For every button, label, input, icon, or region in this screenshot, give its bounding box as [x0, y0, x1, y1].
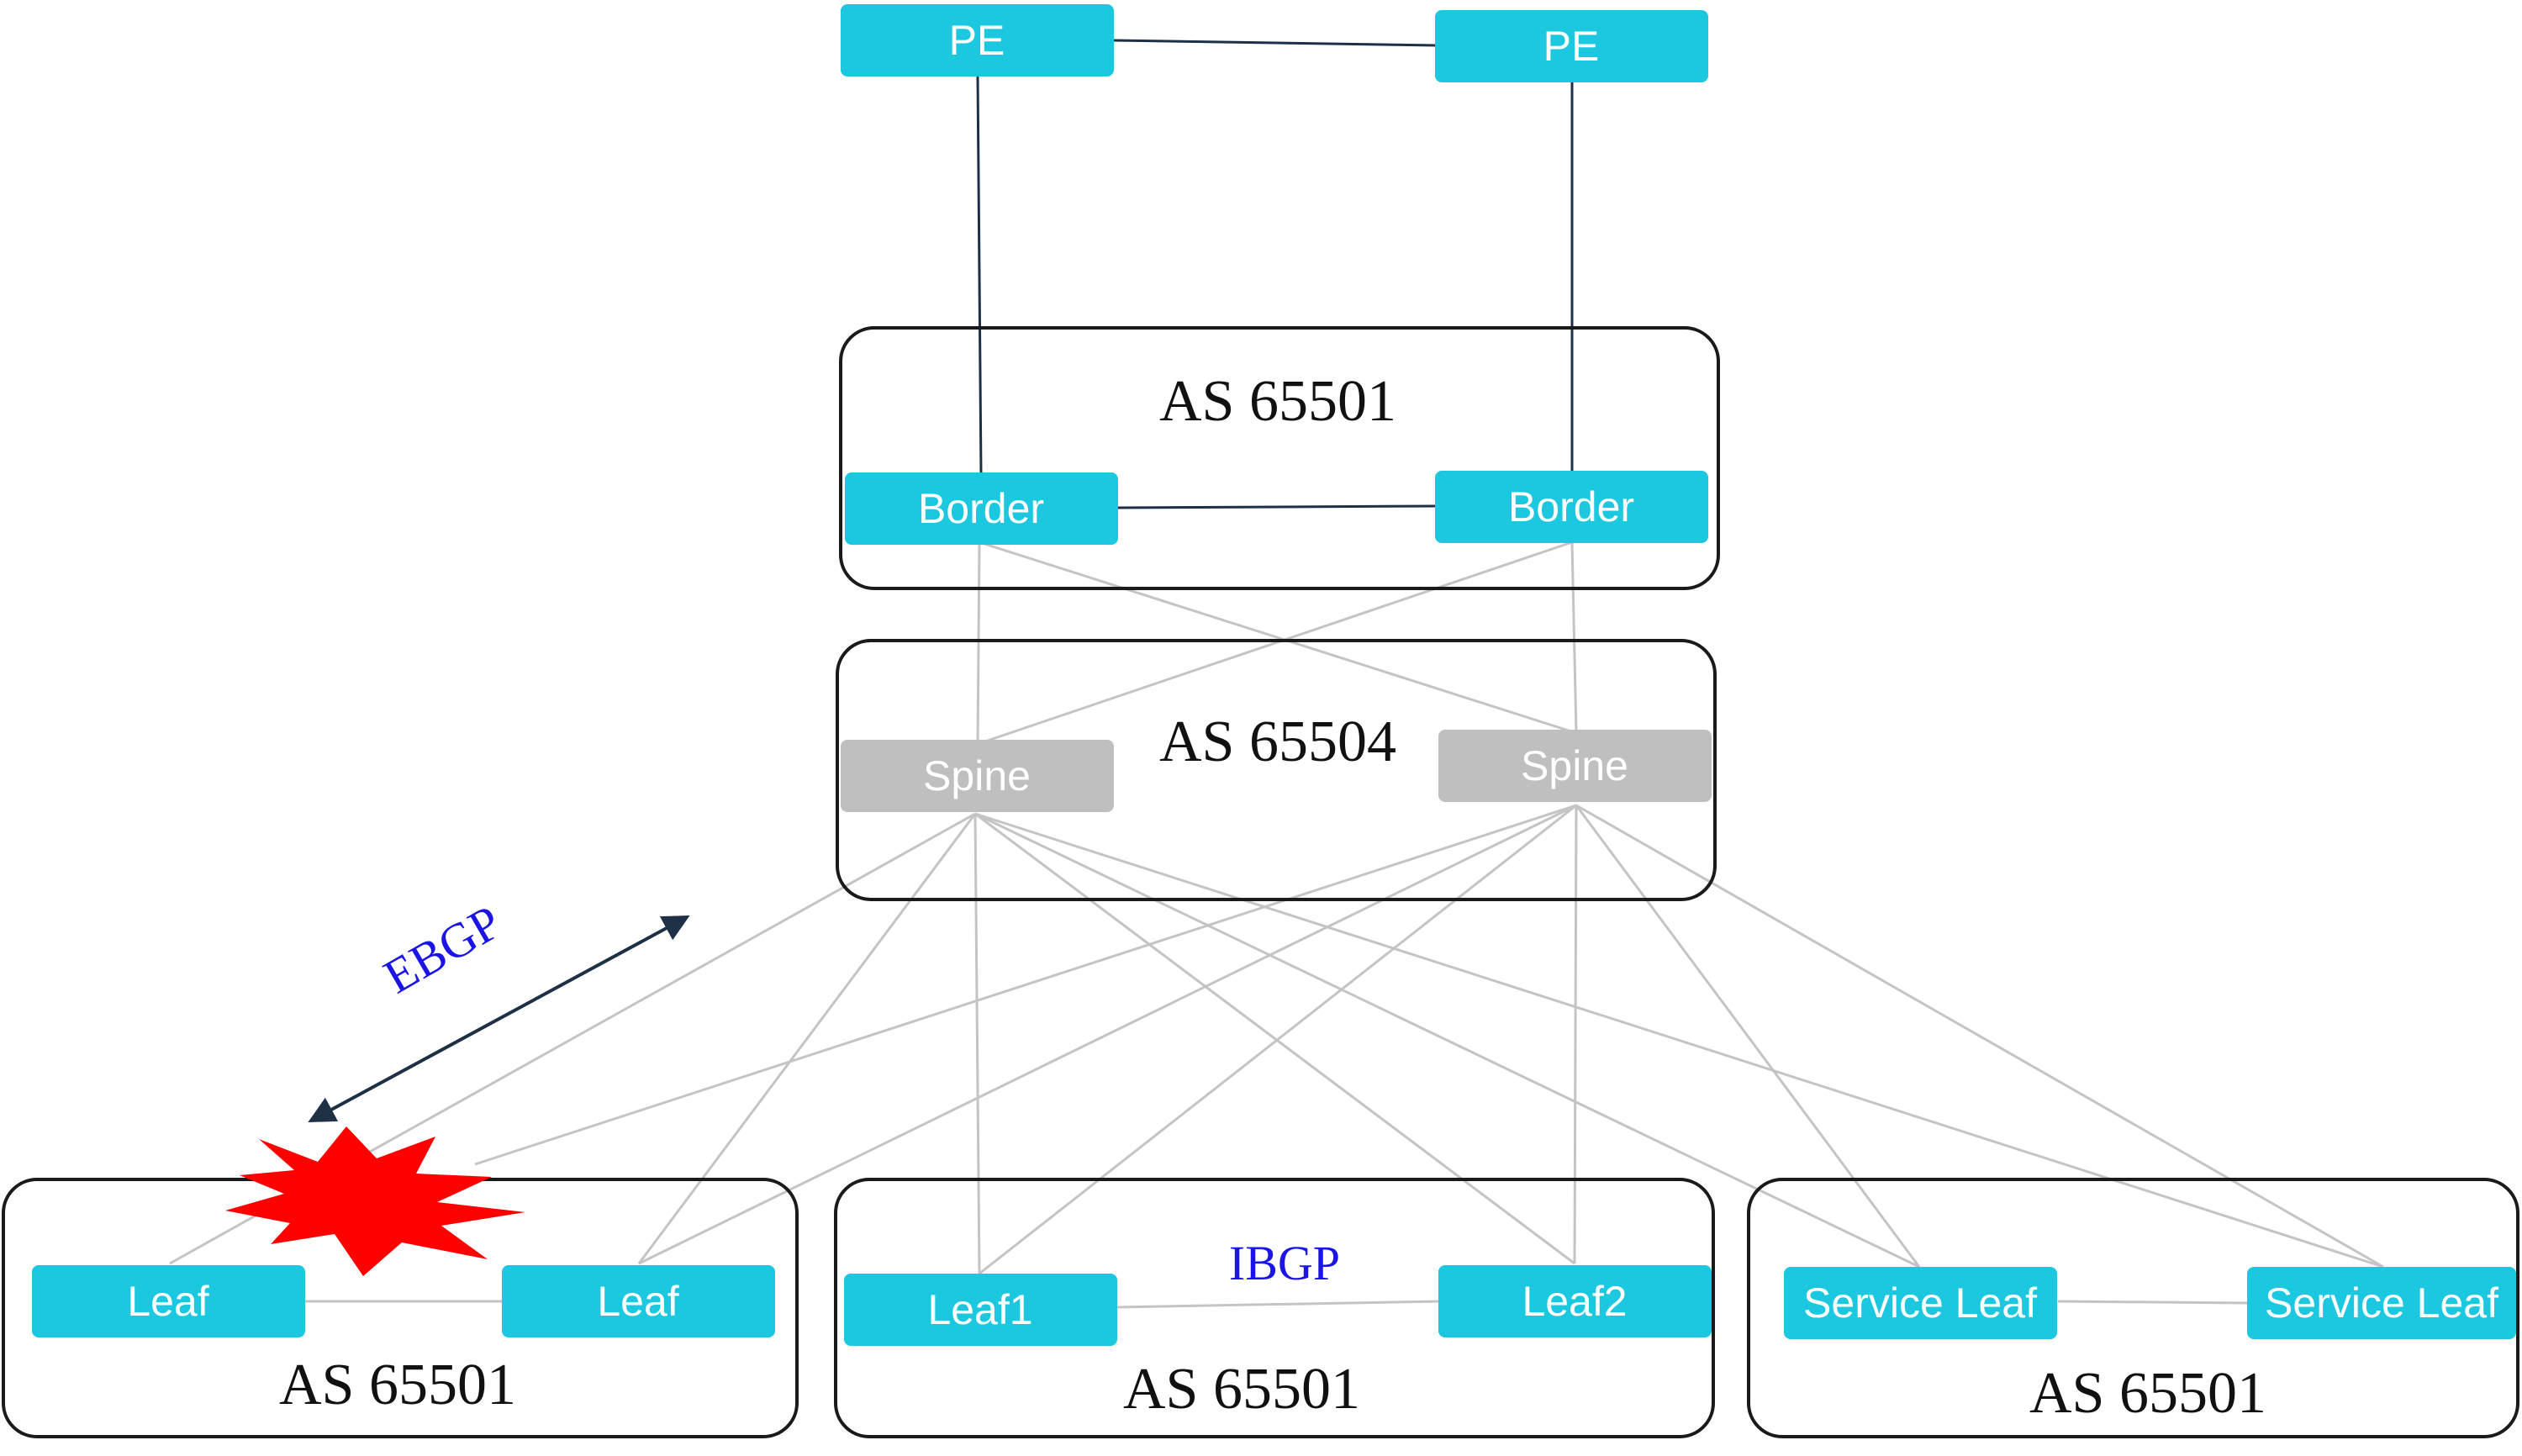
- node-leaf-a[interactable]: Leaf: [32, 1265, 305, 1337]
- link-spine2-leaf1: [979, 804, 1577, 1275]
- as-label-border: AS 65501: [1159, 369, 1396, 434]
- link-spine1-sleaf1: [974, 812, 1920, 1269]
- link-sleaf1-sleaf2: [2057, 1300, 2250, 1305]
- node-spine-2[interactable]: Spine: [1438, 730, 1712, 802]
- failure-burst-icon: [225, 1126, 525, 1276]
- node-service-leaf-2-label: Service Leaf: [2265, 1279, 2498, 1327]
- node-leaf-2-label: Leaf2: [1522, 1278, 1627, 1325]
- core-links: [976, 39, 1574, 509]
- link-spine2-leafb: [638, 804, 1577, 1265]
- node-leaf-b[interactable]: Leaf: [502, 1265, 775, 1337]
- group-box-leaf-2: [834, 1178, 1715, 1438]
- node-spine-1-label: Spine: [923, 752, 1031, 799]
- ebgp-label: EBGP: [375, 894, 510, 1004]
- link-spine2-sleaf1: [1575, 804, 1921, 1268]
- node-pe-2[interactable]: PE: [1435, 10, 1708, 82]
- link-spine2-leafa: [474, 804, 1577, 1166]
- node-leaf-1[interactable]: Leaf1: [844, 1274, 1117, 1346]
- link-pe1-pe2: [1112, 39, 1438, 47]
- link-border2-spine1: [977, 541, 1573, 746]
- link-border1-spine2: [979, 541, 1577, 735]
- as-label-spine: AS 65504: [1159, 710, 1396, 774]
- as-groups: [2, 326, 2519, 1438]
- link-spine1-leafb: [637, 813, 977, 1264]
- node-service-leaf-1-label: Service Leaf: [1803, 1279, 2037, 1327]
- link-spine2-sleaf2: [1575, 804, 2384, 1269]
- link-border1-border2: [1116, 504, 1438, 509]
- node-pe-1-label: PE: [949, 17, 1005, 64]
- node-leaf-2[interactable]: Leaf2: [1438, 1265, 1712, 1337]
- link-border1-spine1: [976, 541, 981, 745]
- node-border-1-label: Border: [918, 485, 1044, 532]
- node-service-leaf-1[interactable]: Service Leaf: [1784, 1267, 2057, 1339]
- node-spine-2-label: Spine: [1521, 742, 1628, 789]
- link-pe1-border1: [976, 75, 983, 477]
- node-service-leaf-2[interactable]: Service Leaf: [2247, 1267, 2516, 1339]
- node-pe-2-label: PE: [1543, 23, 1600, 70]
- node-leaf-1-label: Leaf1: [927, 1286, 1032, 1333]
- node-leaf-b-label: Leaf: [597, 1278, 678, 1325]
- link-leaf1-leaf2: [1116, 1300, 1442, 1309]
- node-spine-1[interactable]: Spine: [841, 740, 1114, 812]
- node-border-2-label: Border: [1508, 483, 1634, 530]
- as-label-leaf-1: AS 65501: [279, 1353, 516, 1417]
- node-leaf-a-label: Leaf: [127, 1278, 208, 1325]
- ibgp-label: IBGP: [1229, 1236, 1340, 1290]
- link-spine1-leaf2: [974, 812, 1575, 1265]
- link-spine1-leaf1: [973, 813, 981, 1274]
- group-box-border: [839, 326, 1720, 590]
- fabric-links: [169, 541, 2384, 1309]
- node-border-1[interactable]: Border: [845, 472, 1118, 545]
- link-border2-spine2: [1570, 541, 1578, 734]
- double-arrow-icon: [308, 915, 690, 1123]
- group-box-spine: [836, 639, 1717, 901]
- link-spine1-sleaf2: [974, 812, 2384, 1269]
- as-label-leaf-2: AS 65501: [1123, 1357, 1360, 1422]
- link-spine2-leaf2: [1573, 804, 1578, 1264]
- group-box-leaf-3: [1747, 1178, 2519, 1438]
- node-pe-1[interactable]: PE: [841, 4, 1114, 76]
- as-label-leaf-3: AS 65501: [2029, 1361, 2266, 1426]
- node-border-2[interactable]: Border: [1435, 471, 1708, 543]
